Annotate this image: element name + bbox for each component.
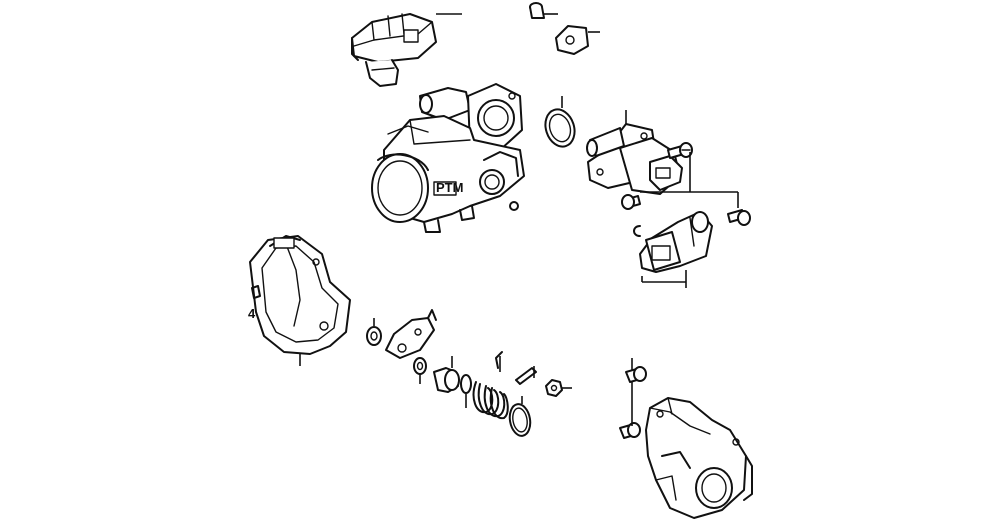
stud-lower [619,422,641,439]
leader-bracket-screws [640,152,739,208]
o-ring-medium [508,396,532,437]
stud-upper [625,358,647,383]
screw-tps [727,209,751,226]
throttle-cover-frame [249,235,351,366]
return-spring [472,351,509,420]
gasket-plate [555,25,600,55]
screw-iacv-upper [667,142,693,159]
map-sensor [351,13,462,87]
actuator-housing [645,397,753,519]
callout-label-4: 4 [248,306,256,321]
bushing [433,356,460,393]
spacer-washer [413,357,427,384]
nut [545,379,572,397]
throttle-lever-plate [385,309,437,359]
small-washer [366,318,382,346]
throttle-body: PTM [371,83,525,233]
o-ring-small [460,374,472,408]
screw-iacv-lower [621,194,641,210]
throttle-position-sensor [633,211,713,288]
o-ring-large [544,96,576,148]
small-bolt-top [529,2,558,19]
pin [515,366,537,385]
idle-air-control-valve [586,110,683,195]
